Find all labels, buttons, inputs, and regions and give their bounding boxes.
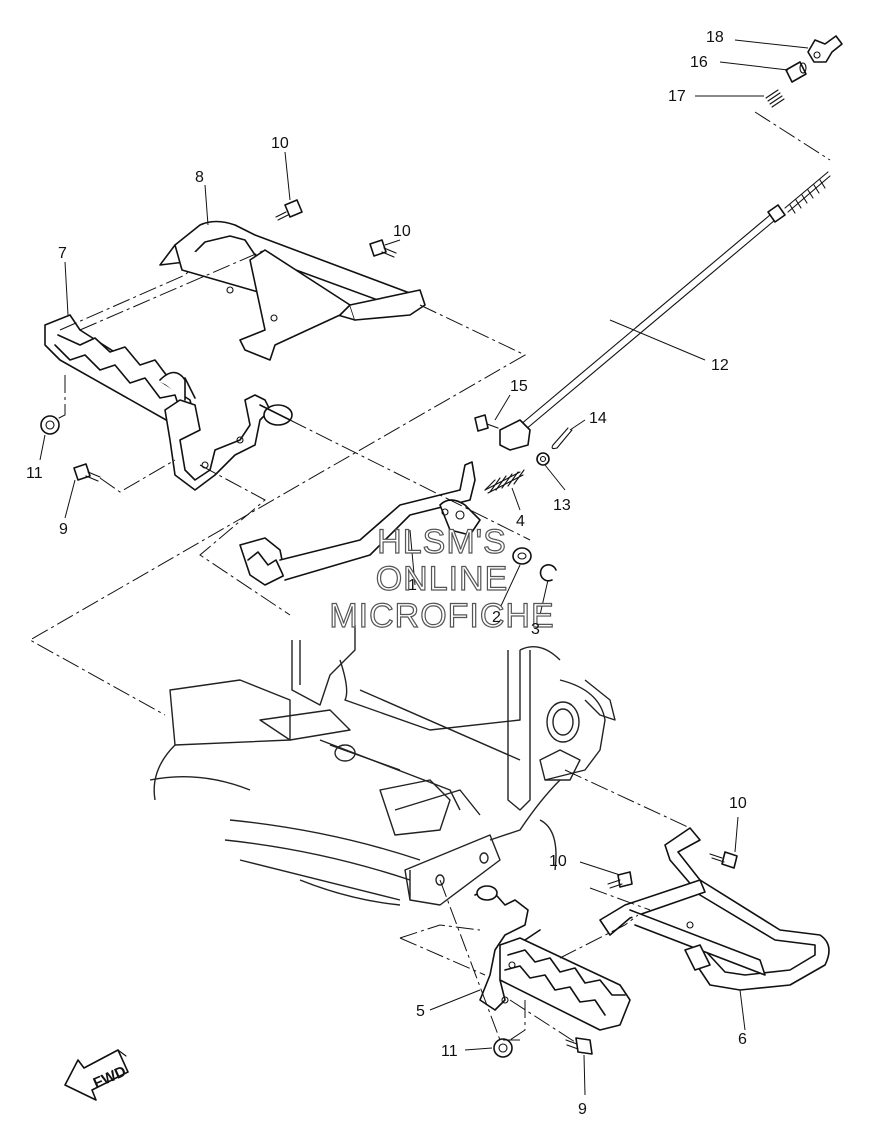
callout-3: 3: [531, 621, 540, 638]
part-13-washer: [536, 452, 550, 466]
nut-11-lower: [493, 1038, 513, 1058]
part-17-spring: [765, 89, 785, 108]
callout-14: 14: [589, 410, 607, 427]
fwd-direction-badge: FWD: [64, 1049, 129, 1101]
callout-labels: 1 2 3 4 5 6 7 8 9 9 10 10 10 10 11 11 12…: [26, 29, 747, 1118]
callout-17: 17: [668, 88, 686, 105]
part-2-washer: [512, 547, 532, 565]
callout-10-upper-b: 10: [393, 223, 411, 240]
watermark: HLSM'S ONLINE MICROFICHE: [329, 522, 555, 635]
part-8-left-bracket: [159, 220, 426, 361]
callout-2: 2: [492, 609, 501, 626]
assembly-lines: [28, 111, 831, 1043]
callout-16: 16: [690, 54, 708, 71]
callout-10-upper-a: 10: [271, 135, 289, 152]
bolt-10-upper-b: [369, 239, 397, 258]
callout-15: 15: [510, 378, 528, 395]
callout-6: 6: [738, 1031, 747, 1048]
callout-9-lower: 9: [578, 1101, 587, 1118]
part-6-right-bracket: [599, 827, 830, 991]
part-15-bolt: [474, 414, 499, 432]
callout-4: 4: [516, 513, 525, 530]
callout-9-upper: 9: [59, 521, 68, 538]
part-7-left-footrest: [44, 314, 293, 491]
bolt-9-lower: [565, 1037, 593, 1055]
fwd-arrow-icon: [64, 1049, 129, 1101]
watermark-line-1: HLSM'S: [377, 523, 507, 561]
callout-11-lower: 11: [441, 1043, 458, 1060]
callout-10-lower-a: 10: [729, 795, 747, 812]
part-18-wing-nut: [807, 35, 843, 63]
callout-12: 12: [711, 357, 729, 374]
part-12-brake-rod: [499, 171, 831, 451]
watermark-line-2: ONLINE: [376, 560, 509, 598]
callout-5: 5: [416, 1003, 425, 1020]
callout-11-upper: 11: [26, 465, 43, 482]
chassis-frame: [149, 625, 616, 906]
callout-1: 1: [408, 577, 417, 594]
part-1-brake-pedal: [239, 461, 481, 586]
leader-lines: [39, 39, 809, 1096]
bolt-10-upper-a: [275, 199, 303, 221]
callout-10-lower-b: 10: [549, 853, 567, 870]
part-5-right-footrest: [474, 885, 631, 1031]
bolt-10-lower-b: [607, 871, 633, 889]
part-3-clip: [539, 564, 557, 582]
callout-13: 13: [553, 497, 571, 514]
callout-8: 8: [195, 169, 204, 186]
callout-7: 7: [58, 245, 67, 262]
part-14-cotter-pin: [551, 427, 573, 450]
part-4-spring: [484, 469, 525, 494]
watermark-line-3: MICROFICHE: [329, 597, 554, 635]
part-16-adjuster: [785, 61, 807, 83]
callout-18: 18: [706, 29, 724, 46]
bolt-9-upper: [73, 463, 101, 482]
nut-11-upper: [40, 415, 60, 435]
bolt-10-lower-a: [709, 851, 738, 869]
